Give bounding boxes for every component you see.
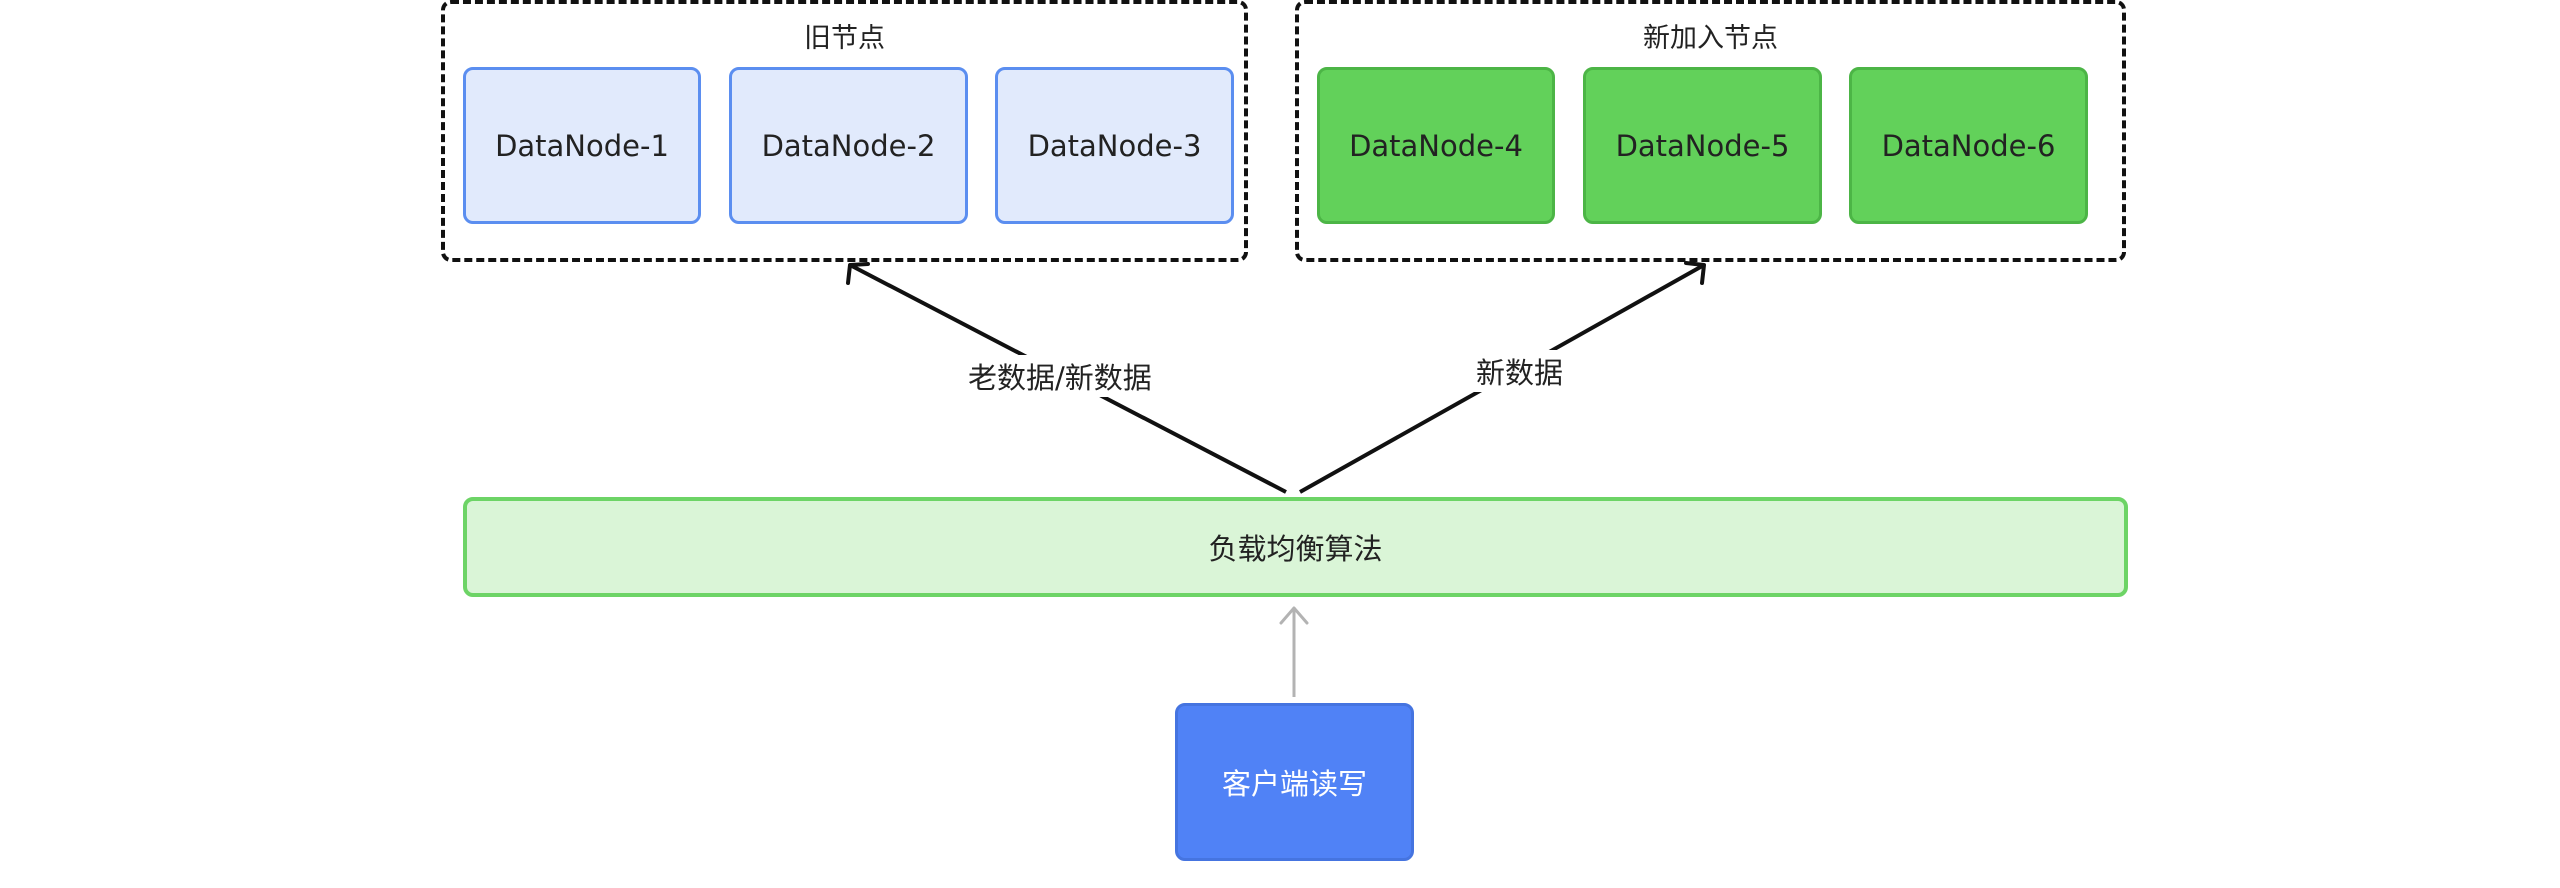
old-nodes-group: 旧节点 [441,0,1248,262]
datanode-2: DataNode-2 [729,67,968,224]
datanode-5: DataNode-5 [1583,67,1822,224]
arrowhead-balancer [1279,606,1309,625]
datanode-6: DataNode-6 [1849,67,2088,224]
new-nodes-group-title: 新加入节点 [1643,23,1778,54]
datanode-3: DataNode-3 [995,67,1234,224]
edge-label-new-data: 新数据 [1472,350,1568,392]
load-balancer-box: 负载均衡算法 [463,497,2128,597]
edge-label-old-new-data: 老数据/新数据 [964,355,1156,397]
new-nodes-group: 新加入节点 [1295,0,2126,262]
arrowhead-old-nodes [846,262,870,285]
old-nodes-group-title: 旧节点 [804,23,885,54]
datanode-1: DataNode-1 [463,67,701,224]
datanode-4: DataNode-4 [1317,67,1555,224]
client-read-write-box: 客户端读写 [1175,703,1414,861]
arrowhead-new-nodes [1684,261,1706,285]
